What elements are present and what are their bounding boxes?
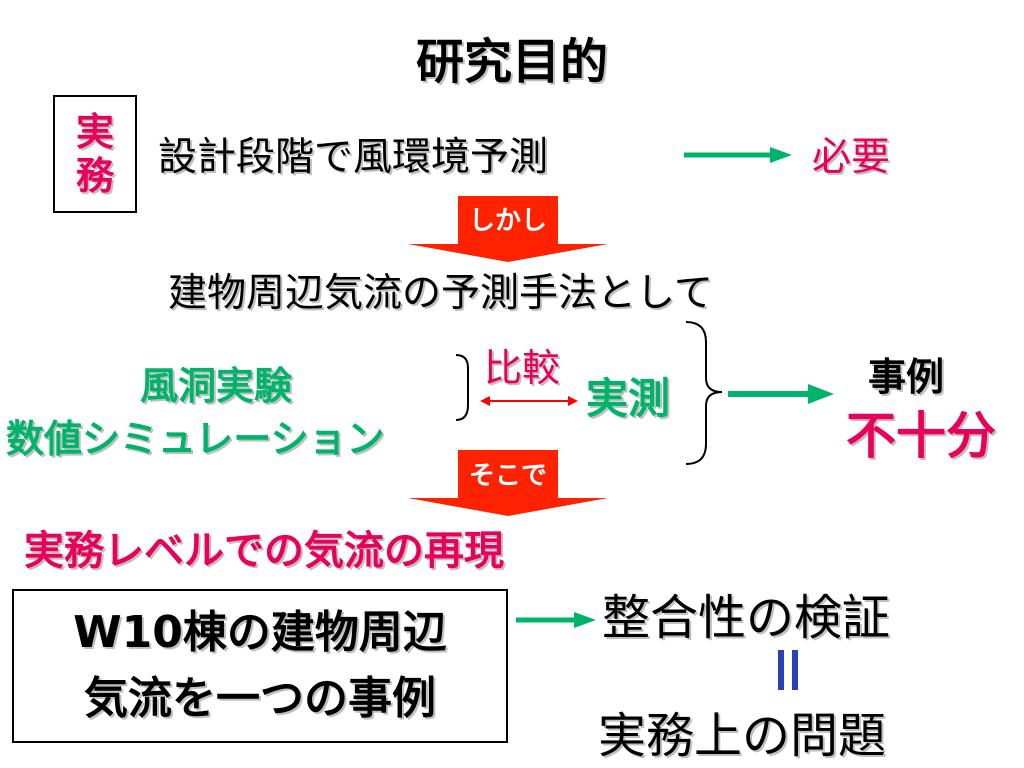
insufficient-text: 不十分 bbox=[846, 407, 996, 465]
design-stage-text: 設計段階で風環境予測 bbox=[158, 135, 549, 180]
w10-line-1: W10棟の建物周辺 bbox=[73, 607, 447, 658]
jitsumu-label-box: 実 務 bbox=[53, 95, 137, 213]
page-title: 研究目的 bbox=[415, 34, 608, 90]
down-arrow-icon-1 bbox=[408, 196, 608, 262]
w10-case-box: W10棟の建物周辺 気流を一つの事例 bbox=[12, 589, 508, 743]
necessary-text: 必要 bbox=[812, 135, 891, 180]
jitsumu-char-2: 務 bbox=[75, 154, 114, 198]
reproduction-text: 実務レベルでの気流の再現 bbox=[24, 528, 504, 574]
numerical-simulation-text: 数値シミュレーション bbox=[6, 417, 385, 461]
jitsumu-char-1: 実 bbox=[75, 110, 114, 154]
arrow-right-icon-2 bbox=[728, 384, 834, 404]
wind-tunnel-text: 風洞実験 bbox=[140, 364, 293, 408]
down-arrow-icon-2 bbox=[408, 450, 608, 516]
cases-text: 事例 bbox=[868, 355, 945, 399]
double-arrow-icon bbox=[480, 396, 578, 406]
comparison-text: 比較 bbox=[484, 346, 561, 390]
field-measurement-text: 実測 bbox=[586, 374, 671, 423]
bracket-small-icon bbox=[455, 354, 469, 421]
therefore-label: そこで bbox=[468, 461, 547, 491]
practical-problem-text: 実務上の問題 bbox=[598, 708, 887, 764]
verification-text: 整合性の検証 bbox=[602, 590, 891, 646]
arrow-right-icon-1 bbox=[684, 147, 792, 163]
prediction-method-text: 建物周辺気流の予測手法として bbox=[168, 271, 713, 316]
equals-icon bbox=[778, 650, 798, 690]
however-label: しかし bbox=[468, 206, 547, 236]
w10-line-2: 気流を一つの事例 bbox=[84, 673, 436, 724]
arrow-right-icon-3 bbox=[516, 612, 596, 628]
curly-brace-icon bbox=[685, 321, 723, 465]
